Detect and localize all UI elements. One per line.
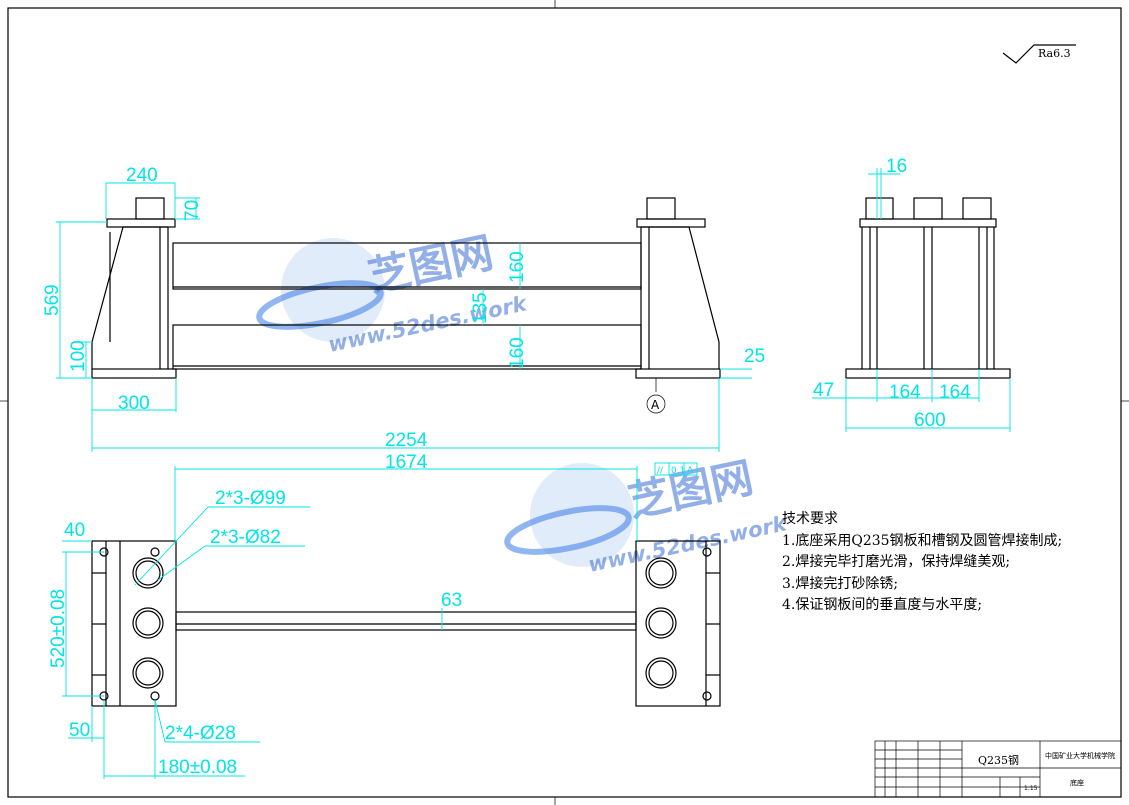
svg-text:芝图网: 芝图网 xyxy=(624,453,757,527)
svg-text:1:15: 1:15 xyxy=(1024,785,1038,792)
svg-text:50: 50 xyxy=(69,720,90,741)
svg-text:47: 47 xyxy=(813,380,834,401)
side-view-dimensions: 16 47 164 164 600 xyxy=(812,156,1011,432)
svg-text:160: 160 xyxy=(507,337,528,369)
svg-text:63: 63 xyxy=(441,590,462,611)
tech-requirement-item: 1.底座采用Q235钢板和槽钢及圆管焊接制成; xyxy=(782,532,1063,549)
svg-text:2254: 2254 xyxy=(385,430,428,451)
tech-requirements-title: 技术要求 xyxy=(782,511,838,527)
svg-text:2*4-Ø28: 2*4-Ø28 xyxy=(165,723,236,744)
svg-text://: // xyxy=(657,466,664,476)
svg-text:160: 160 xyxy=(507,251,528,283)
front-view: A xyxy=(91,197,721,414)
svg-text:1674: 1674 xyxy=(385,452,428,473)
technical-requirements: 技术要求 1.底座采用Q235钢板和槽钢及圆管焊接制成; 2.焊接完毕打磨光滑，… xyxy=(782,509,1112,617)
top-view-dimensions: 1674 // 0.1 A 40 520±0.08 2*3-Ø99 2*3-Ø8… xyxy=(48,452,698,779)
svg-text:600: 600 xyxy=(914,410,946,431)
svg-text:25: 25 xyxy=(744,346,765,367)
roughness-symbol: Ra6.3 xyxy=(1002,44,1076,64)
svg-text:569: 569 xyxy=(42,284,63,316)
svg-text:180±0.08: 180±0.08 xyxy=(158,757,237,778)
svg-text:A: A xyxy=(687,466,694,476)
watermark-logo: 芝图网 www.52des.work xyxy=(256,228,531,357)
svg-text:底座: 底座 xyxy=(1070,778,1084,787)
side-view xyxy=(845,197,1011,379)
front-view-dimensions: 240 70 569 100 300 2254 160 135 160 25 xyxy=(42,165,765,452)
svg-text:164: 164 xyxy=(939,382,971,403)
section-label: A xyxy=(651,398,660,412)
title-block: Q235钢 中国矿业大学机械学院 底座 1:15 xyxy=(874,740,1122,798)
svg-text:70: 70 xyxy=(182,200,203,221)
top-view xyxy=(91,540,721,707)
drawing-border xyxy=(7,7,1122,798)
tolerance-frame: // 0.1 A xyxy=(654,462,698,476)
svg-text:164: 164 xyxy=(889,382,921,403)
svg-text:2*3-Ø82: 2*3-Ø82 xyxy=(210,527,281,548)
tech-requirement-item: 2.焊接完毕打磨光滑，保持焊缝美观; xyxy=(782,554,1011,570)
tech-requirement-item: 3.焊接完打砂除锈; xyxy=(782,575,899,592)
tech-requirement-item: 4.保证钢板间的垂直度与水平度; xyxy=(782,597,983,613)
svg-text:芝图网: 芝图网 xyxy=(364,228,497,302)
svg-text:16: 16 xyxy=(886,156,907,177)
svg-text:Ra6.3: Ra6.3 xyxy=(1038,47,1071,60)
svg-text:中国矿业大学机械学院: 中国矿业大学机械学院 xyxy=(1045,751,1115,760)
svg-text:2*3-Ø99: 2*3-Ø99 xyxy=(215,488,286,509)
svg-text:240: 240 xyxy=(126,165,158,186)
svg-text:100: 100 xyxy=(68,340,89,372)
svg-text:135: 135 xyxy=(470,292,491,324)
svg-text:300: 300 xyxy=(118,393,150,414)
svg-text:Q235钢: Q235钢 xyxy=(978,754,1019,767)
watermark-logo: 芝图网 www.52des.work xyxy=(504,453,791,577)
svg-text:520±0.08: 520±0.08 xyxy=(48,589,69,668)
svg-text:0.1: 0.1 xyxy=(671,466,685,476)
svg-text:40: 40 xyxy=(64,520,85,541)
